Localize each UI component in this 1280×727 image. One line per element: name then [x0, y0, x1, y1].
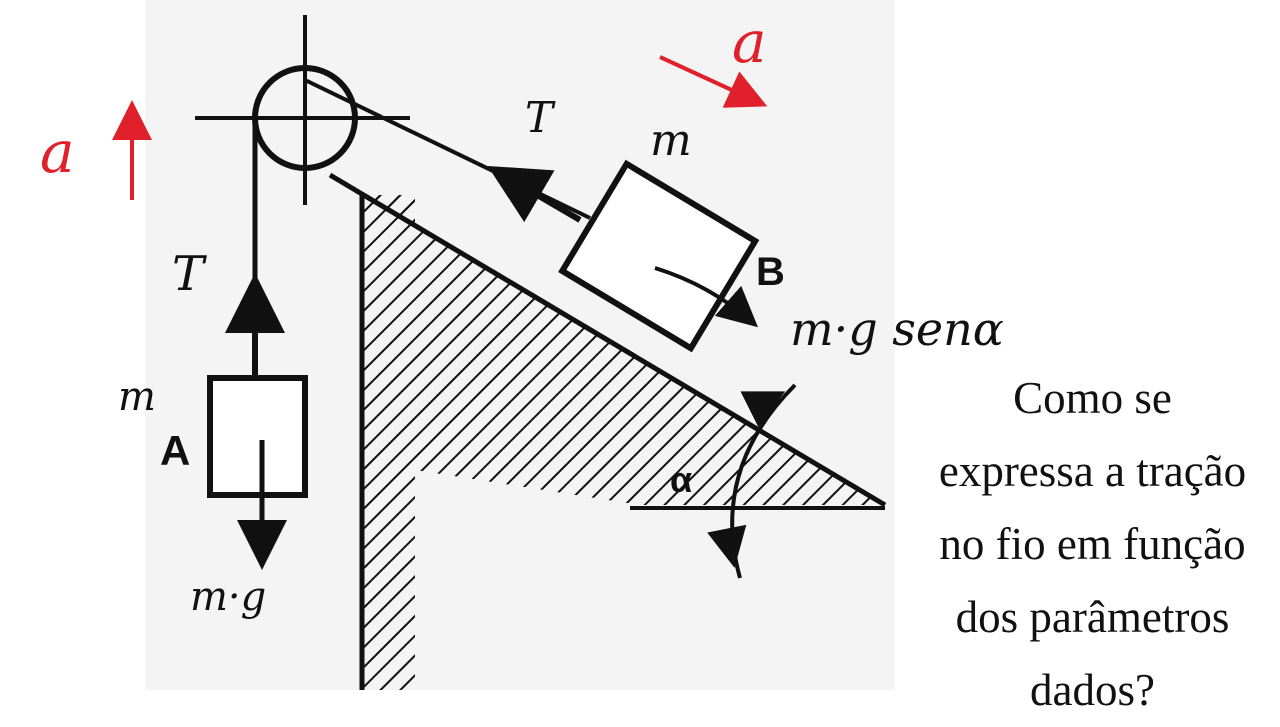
block-a — [207, 375, 308, 498]
angle-label: α — [670, 459, 692, 500]
acceleration-label-left: a — [40, 118, 75, 186]
question-line-3: no fio em função — [939, 519, 1246, 569]
incline-surface — [328, 172, 887, 508]
tension-label-incline: T — [525, 93, 556, 142]
question-line-4: dos parâmetros — [955, 592, 1230, 642]
mass-label-b: m — [650, 115, 692, 166]
acceleration-arrow-right — [659, 55, 768, 108]
question-line-5: dados? — [1030, 665, 1155, 715]
block-a-label: A — [160, 427, 190, 474]
question-line-1: Como se — [1013, 373, 1172, 423]
angle-arrow-bottom — [707, 524, 747, 568]
tension-label-vertical: T — [172, 246, 207, 302]
angle-arrow-top — [740, 391, 786, 428]
wall-hatching — [362, 195, 415, 690]
weight-component-label: m·g senα — [790, 302, 1004, 356]
weight-component-arrow — [654, 266, 759, 328]
weight-label-a: m·g — [190, 574, 266, 620]
question-line-2: expressa a tração — [938, 446, 1247, 496]
block-b-label: B — [756, 250, 785, 294]
tension-arrow-b — [487, 165, 582, 223]
question-text: Como se expressa a tração no fio em funç… — [905, 362, 1280, 727]
acceleration-label-right: a — [732, 8, 767, 76]
mass-label-a: m — [118, 374, 156, 420]
